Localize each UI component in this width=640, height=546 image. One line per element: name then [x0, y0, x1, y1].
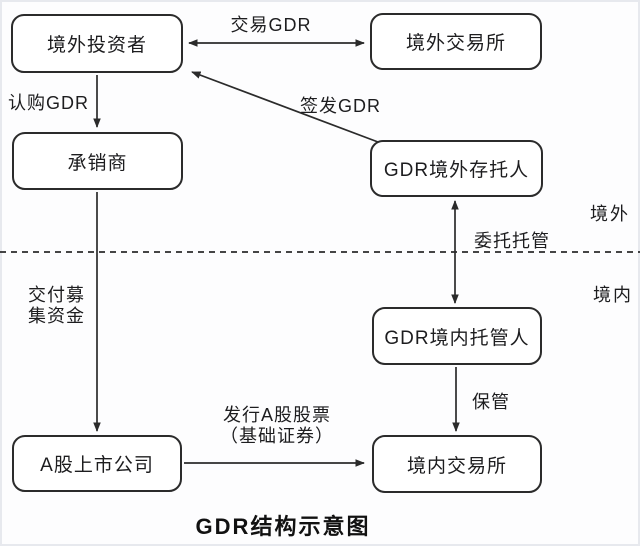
node-gdr-overseas-depositary: GDR境外存托人: [370, 140, 543, 197]
node-gdr-domestic-custodian: GDR境内托管人: [372, 307, 542, 365]
label-deliver-raised-funds: 交付募 集资金: [28, 285, 85, 327]
label-issue-a-shares-line2: （基础证券）: [220, 426, 334, 446]
label-subscribe-gdr: 认购GDR: [8, 93, 89, 113]
node-underwriter: 承销商: [12, 132, 183, 190]
label-trade-gdr: 交易GDR: [230, 15, 312, 35]
node-overseas-exchange: 境外交易所: [370, 13, 542, 70]
label-issue-gdr: 签发GDR: [300, 96, 381, 116]
label-issue-a-shares-line1: 发行A股股票: [222, 405, 331, 425]
diagram-title: GDR结构示意图: [195, 514, 371, 539]
label-custody: 保管: [472, 392, 510, 412]
node-overseas-investor: 境外投资者: [11, 14, 183, 73]
label-deliver-raised-funds-line1: 交付募: [28, 285, 85, 305]
label-entrust-custody: 委托托管: [474, 231, 550, 251]
label-issue-a-shares: 发行A股股票 （基础证券）: [220, 405, 334, 447]
region-label-overseas: 境外: [590, 204, 630, 224]
label-deliver-raised-funds-line2: 集资金: [28, 306, 85, 326]
region-label-domestic: 境内: [593, 285, 633, 305]
node-a-share-listed-company: A股上市公司: [12, 435, 182, 492]
node-domestic-exchange: 境内交易所: [372, 435, 542, 493]
